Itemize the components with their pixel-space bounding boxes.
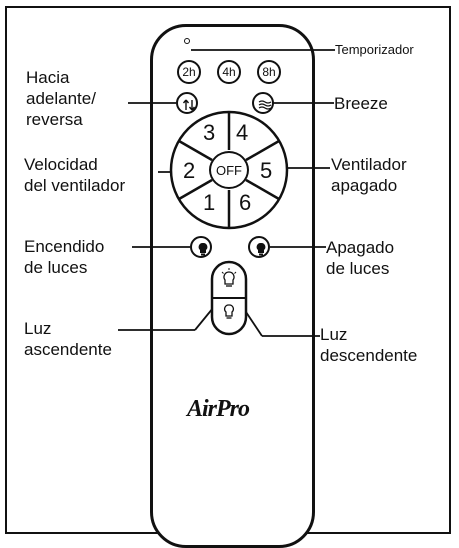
- label-light-on: Encendido de luces: [24, 237, 105, 277]
- dimmer-rocker: [210, 260, 248, 336]
- label-timer: Temporizador: [335, 42, 414, 57]
- speed-2-button[interactable]: 2: [183, 158, 196, 183]
- label-speed: Velocidad del ventilador: [24, 155, 126, 195]
- bulb-off-icon: [256, 242, 266, 256]
- reverse-button[interactable]: [176, 92, 198, 114]
- speed-3-button[interactable]: 3: [203, 120, 216, 145]
- bulb-on-icon: [198, 242, 208, 256]
- reverse-arrows-icon: [182, 99, 196, 111]
- label-breeze: Breeze: [334, 94, 388, 113]
- dim-down-button[interactable]: [214, 300, 244, 330]
- led-indicator: [184, 38, 190, 44]
- timer-8h-button[interactable]: 8h: [257, 60, 281, 84]
- airpro-logo: AirPro: [187, 396, 250, 422]
- light-off-button[interactable]: [248, 236, 270, 258]
- breeze-button[interactable]: [252, 92, 274, 114]
- label-direction: Hacia adelante/ reversa: [26, 68, 96, 129]
- label-light-down: Luz descendente: [320, 325, 418, 365]
- wave-lines-icon: [258, 100, 272, 110]
- speed-1-button[interactable]: 1: [203, 190, 216, 215]
- dim-up-button[interactable]: [214, 266, 244, 296]
- light-on-button[interactable]: [190, 236, 212, 258]
- label-fan-off: Ventilador apagado: [331, 155, 407, 195]
- speed-5-button[interactable]: 5: [260, 158, 273, 183]
- timer-2h-button[interactable]: 2h: [177, 60, 201, 84]
- speed-6-button[interactable]: 6: [239, 190, 252, 215]
- timer-4h-button[interactable]: 4h: [217, 60, 241, 84]
- speed-4-button[interactable]: 4: [236, 120, 249, 145]
- bulb-up-icon: [221, 268, 237, 287]
- bulb-down-icon: [224, 304, 234, 319]
- fan-off-button[interactable]: OFF: [209, 151, 249, 189]
- label-light-up: Luz ascendente: [24, 319, 112, 359]
- label-light-off: Apagado de luces: [326, 238, 395, 278]
